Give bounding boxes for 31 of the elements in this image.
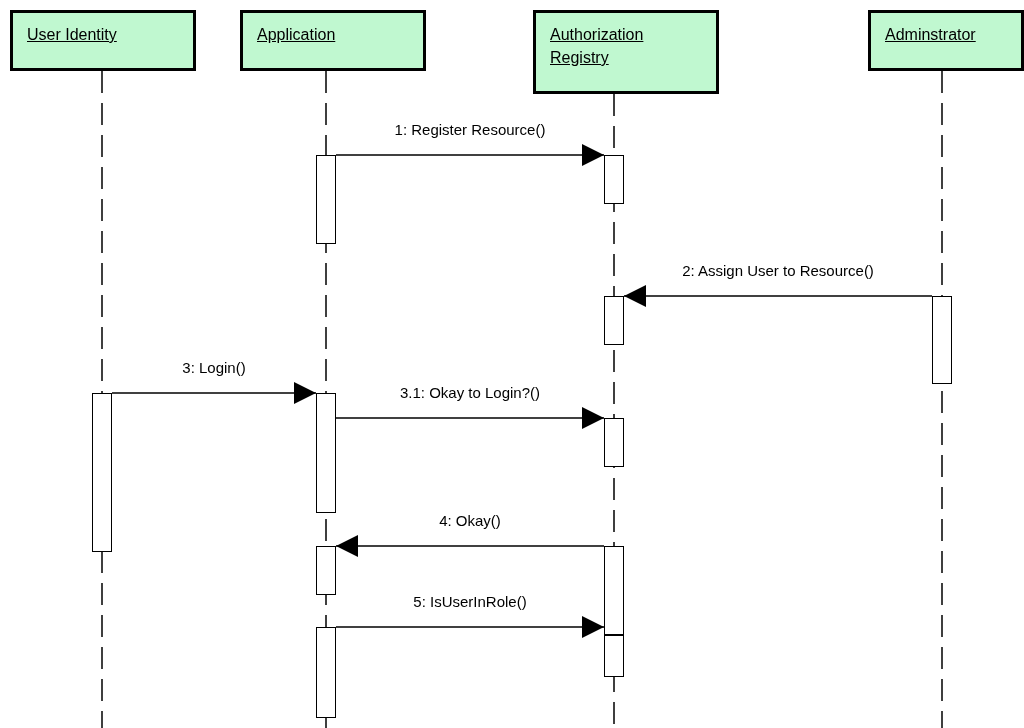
activation-bar (92, 393, 112, 552)
message-arrow (623, 285, 933, 307)
lifeline-header-box (240, 10, 426, 71)
message-label: 4: Okay() (439, 512, 501, 530)
message-arrow (335, 144, 605, 166)
message-label: 1: Register Resource() (394, 121, 546, 139)
message-arrow (335, 407, 605, 429)
activation-bar (604, 635, 624, 677)
participant-name: User Identity (27, 25, 117, 45)
participant-name: Adminstrator (885, 25, 976, 45)
activation-bar (604, 155, 624, 204)
activation-bar (316, 155, 336, 244)
message-label: 5: IsUserInRole() (413, 593, 527, 611)
activation-bar (604, 418, 624, 467)
activation-bar (316, 393, 336, 513)
activation-bar (316, 627, 336, 718)
lifeline-header-box (868, 10, 1024, 71)
message-label: 3: Login() (182, 359, 246, 377)
participant-name: Authorization Registry (550, 25, 645, 68)
message-arrow (111, 382, 317, 404)
message-label: 3.1: Okay to Login?() (399, 384, 541, 402)
message-label: 2: Assign User to Resource() (682, 262, 874, 280)
participant-name: Application (257, 25, 336, 45)
activation-bar (932, 296, 952, 384)
activation-bar (316, 546, 336, 595)
message-arrow (335, 535, 605, 557)
lifeline-header-box (10, 10, 196, 71)
lifeline-header-box (533, 10, 719, 94)
activation-bar (604, 546, 624, 635)
message-arrow (335, 616, 605, 638)
activation-bar (604, 296, 624, 345)
